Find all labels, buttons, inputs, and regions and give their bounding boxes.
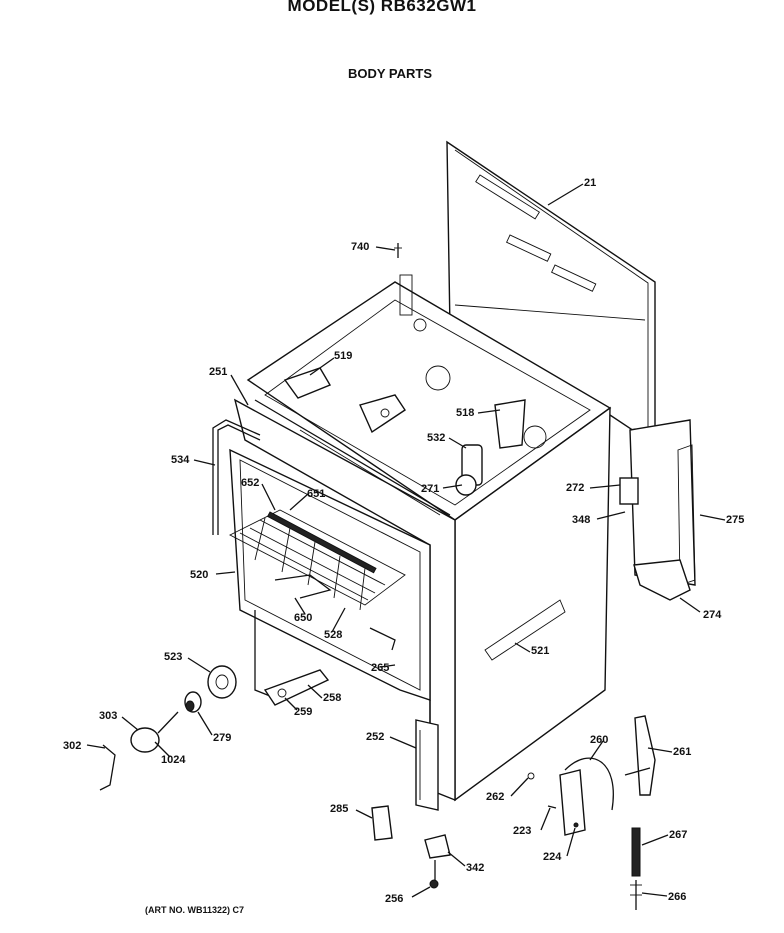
knob-assembly-part [99, 665, 237, 791]
callout-285: 285 [330, 803, 348, 815]
callout-262: 262 [486, 791, 504, 803]
callout-223: 223 [513, 825, 531, 837]
callout-275: 275 [726, 514, 744, 526]
valve-part [455, 444, 483, 496]
callout-1024: 1024 [161, 754, 186, 766]
oven-rack-part [229, 509, 406, 611]
callout-523: 523 [164, 651, 182, 663]
callout-348: 348 [572, 514, 590, 526]
anti-tip-bracket-part [527, 757, 614, 836]
art-number: (ART NO. WB11322) C7 [145, 905, 245, 915]
screw-740-part [394, 243, 402, 258]
door-hinge-part [624, 715, 656, 796]
callout-271: 271 [421, 483, 439, 495]
callout-267: 267 [669, 829, 687, 841]
callout-251: 251 [209, 366, 227, 378]
callout-260: 260 [590, 734, 608, 746]
callout-303: 303 [99, 710, 117, 722]
callout-518: 518 [456, 407, 474, 419]
callout-342: 342 [466, 862, 484, 874]
spring-part [630, 827, 642, 910]
clip-285-part [371, 805, 393, 841]
broiler-bracket-part [274, 574, 396, 651]
lower-bracket-part [263, 669, 330, 706]
callout-521: 521 [531, 645, 549, 657]
callout-302: 302 [63, 740, 81, 752]
callout-258: 258 [323, 692, 341, 704]
callout-279: 279 [213, 732, 231, 744]
callout-224: 224 [543, 851, 562, 863]
callout-740: 740 [351, 241, 369, 253]
cabinet-body-part [229, 274, 612, 802]
burner-bracket-part [283, 367, 526, 449]
callout-259: 259 [294, 706, 312, 718]
callout-256: 256 [385, 893, 403, 905]
callout-520: 520 [190, 569, 208, 581]
callout-272: 272 [566, 482, 584, 494]
callout-274: 274 [703, 609, 722, 621]
callout-532: 532 [427, 432, 445, 444]
callout-265: 265 [371, 662, 389, 674]
front-post-part [415, 719, 439, 811]
callout-519: 519 [334, 350, 352, 362]
element-wire-part [212, 419, 261, 535]
rear-panel-part [619, 419, 696, 601]
callout-labels: 21 740 519 251 518 532 534 271 272 652 6… [63, 177, 744, 905]
model-title: MODEL(S) RB632GW1 [287, 0, 477, 15]
callout-261: 261 [673, 746, 691, 758]
section-title: BODY PARTS [347, 66, 433, 81]
callout-650: 650 [294, 612, 312, 624]
leader-lines [86, 183, 726, 898]
callout-21: 21 [584, 177, 596, 189]
callout-651: 651 [307, 488, 325, 500]
leveler-part [424, 834, 451, 889]
callout-534: 534 [171, 454, 190, 466]
callout-528: 528 [324, 629, 342, 641]
callout-252: 252 [366, 731, 384, 743]
callout-266: 266 [668, 891, 686, 903]
callout-652: 652 [241, 477, 259, 489]
